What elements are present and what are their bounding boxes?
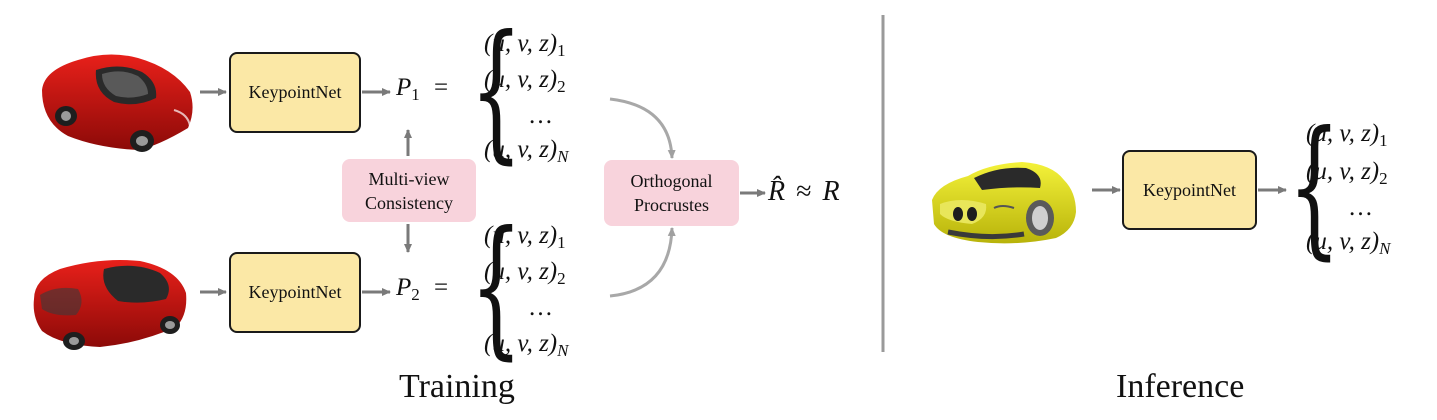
curve-p2-to-procrustes (609, 227, 676, 298)
p1-tuple-n: (u, v, z)N (484, 136, 568, 167)
inference-tuple-2: (u, v, z)2 (1306, 158, 1388, 189)
p2-symbol: P (396, 274, 412, 301)
rotation-estimate-lhs: R̂ (768, 176, 786, 207)
p1-equation: P1 = (396, 74, 448, 105)
keypointnet-label: KeypointNet (248, 282, 342, 302)
p1-tuple-2: (u, v, z)2 (484, 66, 566, 97)
p2-index: 2 (411, 285, 420, 304)
p1-tuple-1: (u, v, z)1 (484, 30, 566, 61)
p1-symbol: P (396, 74, 412, 101)
inference-title: Inference (1116, 368, 1245, 405)
keypointnet-box-inference: KeypointNet (1122, 150, 1257, 230)
tuple-text: (u, v, z) (1306, 228, 1380, 255)
ellipsis-text: … (528, 294, 553, 321)
tuple-index: 2 (557, 77, 566, 96)
yellow-sports-car-icon (932, 162, 1076, 244)
tuple-text: (u, v, z) (484, 30, 558, 57)
p1-index: 1 (411, 85, 420, 104)
consistency-label-line2: Consistency (365, 192, 453, 213)
inference-ellipsis: … (1348, 194, 1373, 222)
p2-equation: P2 = (396, 274, 448, 305)
p2-tuple-1: (u, v, z)1 (484, 222, 566, 253)
tuple-text: (u, v, z) (1306, 120, 1380, 147)
tuple-text: (u, v, z) (484, 330, 558, 357)
keypointnet-box-view2: KeypointNet (229, 252, 361, 333)
p2-brace: { (470, 200, 523, 374)
tuple-text: (u, v, z) (484, 222, 558, 249)
tuple-index: N (557, 341, 569, 360)
p2-tuple-2: (u, v, z)2 (484, 258, 566, 289)
curve-p1-to-procrustes (609, 97, 676, 159)
tuple-index: 1 (1379, 131, 1388, 150)
inference-brace: { (1288, 100, 1341, 274)
tuple-index: 1 (557, 41, 566, 60)
inference-tuple-1: (u, v, z)1 (1306, 120, 1388, 151)
p2-equals: = (434, 274, 449, 301)
keypointnet-label: KeypointNet (1143, 179, 1236, 200)
p2-tuple-n: (u, v, z)N (484, 330, 568, 361)
ellipsis-text: … (528, 102, 553, 129)
p1-ellipsis: … (528, 102, 553, 130)
consistency-label-line1: Multi-view (368, 168, 450, 189)
training-title: Training (399, 368, 515, 405)
ellipsis-text: … (1348, 194, 1373, 221)
tuple-text: (u, v, z) (484, 136, 558, 163)
multiview-consistency-box: Multi-view Consistency (342, 159, 476, 222)
tuple-text: (u, v, z) (1306, 158, 1380, 185)
red-hatchback-car-icon (33, 260, 187, 350)
rotation-approx: ≈ (796, 176, 812, 207)
tuple-index: N (1379, 239, 1391, 258)
p2-ellipsis: … (528, 294, 553, 322)
red-hatchback-car-icon (42, 54, 193, 152)
tuple-text: (u, v, z) (484, 66, 558, 93)
rotation-estimate: R̂ ≈ R (768, 176, 840, 208)
inference-tuple-n: (u, v, z)N (1306, 228, 1390, 259)
orthogonal-procrustes-box: Orthogonal Procrustes (604, 160, 739, 226)
procrustes-label-line1: Orthogonal (630, 171, 713, 191)
rotation-estimate-rhs: R (822, 176, 840, 207)
tuple-index: 2 (1379, 169, 1388, 188)
tuple-index: N (557, 147, 569, 166)
tuple-index: 2 (557, 269, 566, 288)
keypointnet-label: KeypointNet (248, 82, 342, 102)
tuple-index: 1 (557, 233, 566, 252)
p1-equals: = (434, 74, 449, 101)
procrustes-label-line2: Procrustes (634, 195, 709, 215)
p1-brace: { (470, 4, 523, 178)
tuple-text: (u, v, z) (484, 258, 558, 285)
keypointnet-box-view1: KeypointNet (229, 52, 361, 133)
